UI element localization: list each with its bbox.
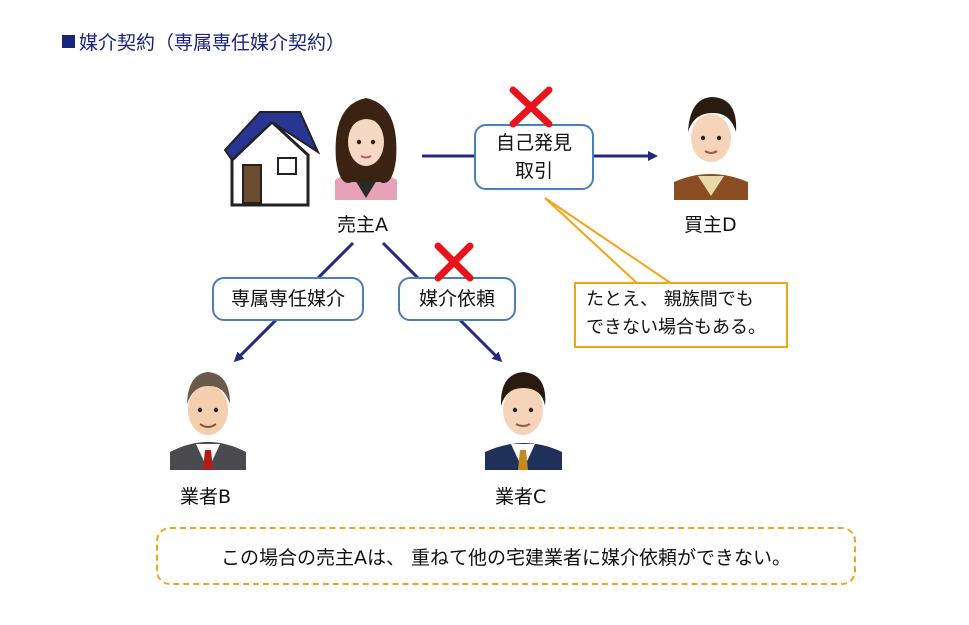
buyer-man-avatar bbox=[674, 97, 748, 200]
cross-icon-mediation-request bbox=[434, 242, 474, 282]
agent-b-avatar bbox=[170, 372, 246, 470]
agent-c-label: 業者C bbox=[495, 486, 547, 508]
conclusion-text: この場合の売主Aは、 重ねて他の宅建業者に媒介依頼ができない。 bbox=[220, 546, 792, 569]
self-discovery-label-2: 取引 bbox=[514, 160, 553, 182]
house-icon bbox=[223, 111, 321, 207]
self-discovery-label-1: 自己発見 bbox=[495, 132, 572, 154]
callout-note-line-2: できない場合もある。 bbox=[586, 317, 766, 338]
mediation-request-box: 媒介依頼 bbox=[398, 277, 516, 321]
buyer-label: 買主D bbox=[684, 214, 737, 236]
seller-label: 売主A bbox=[337, 214, 388, 236]
page-title: 媒介契約（専属専任媒介契約） bbox=[62, 28, 345, 55]
title-text: 媒介契約（専属専任媒介契約） bbox=[79, 32, 346, 54]
callout-note-line-1: たとえ、 親族間でも bbox=[586, 289, 754, 310]
seller-woman-avatar bbox=[335, 98, 397, 200]
exclusive-mediation-box: 専属専任媒介 bbox=[212, 277, 364, 321]
callout-note: たとえ、 親族間でも できない場合もある。 bbox=[574, 282, 788, 348]
conclusion-note: この場合の売主Aは、 重ねて他の宅建業者に媒介依頼ができない。 bbox=[156, 527, 856, 585]
mediation-request-label: 媒介依頼 bbox=[418, 288, 495, 310]
self-discovery-box: 自己発見 取引 bbox=[474, 124, 594, 190]
exclusive-mediation-label: 専属専任媒介 bbox=[230, 288, 345, 310]
cross-icon-self-discovery bbox=[509, 86, 553, 128]
square-bullet-icon bbox=[62, 35, 75, 48]
agent-c-avatar bbox=[485, 372, 562, 470]
agent-b-label: 業者B bbox=[180, 486, 232, 508]
